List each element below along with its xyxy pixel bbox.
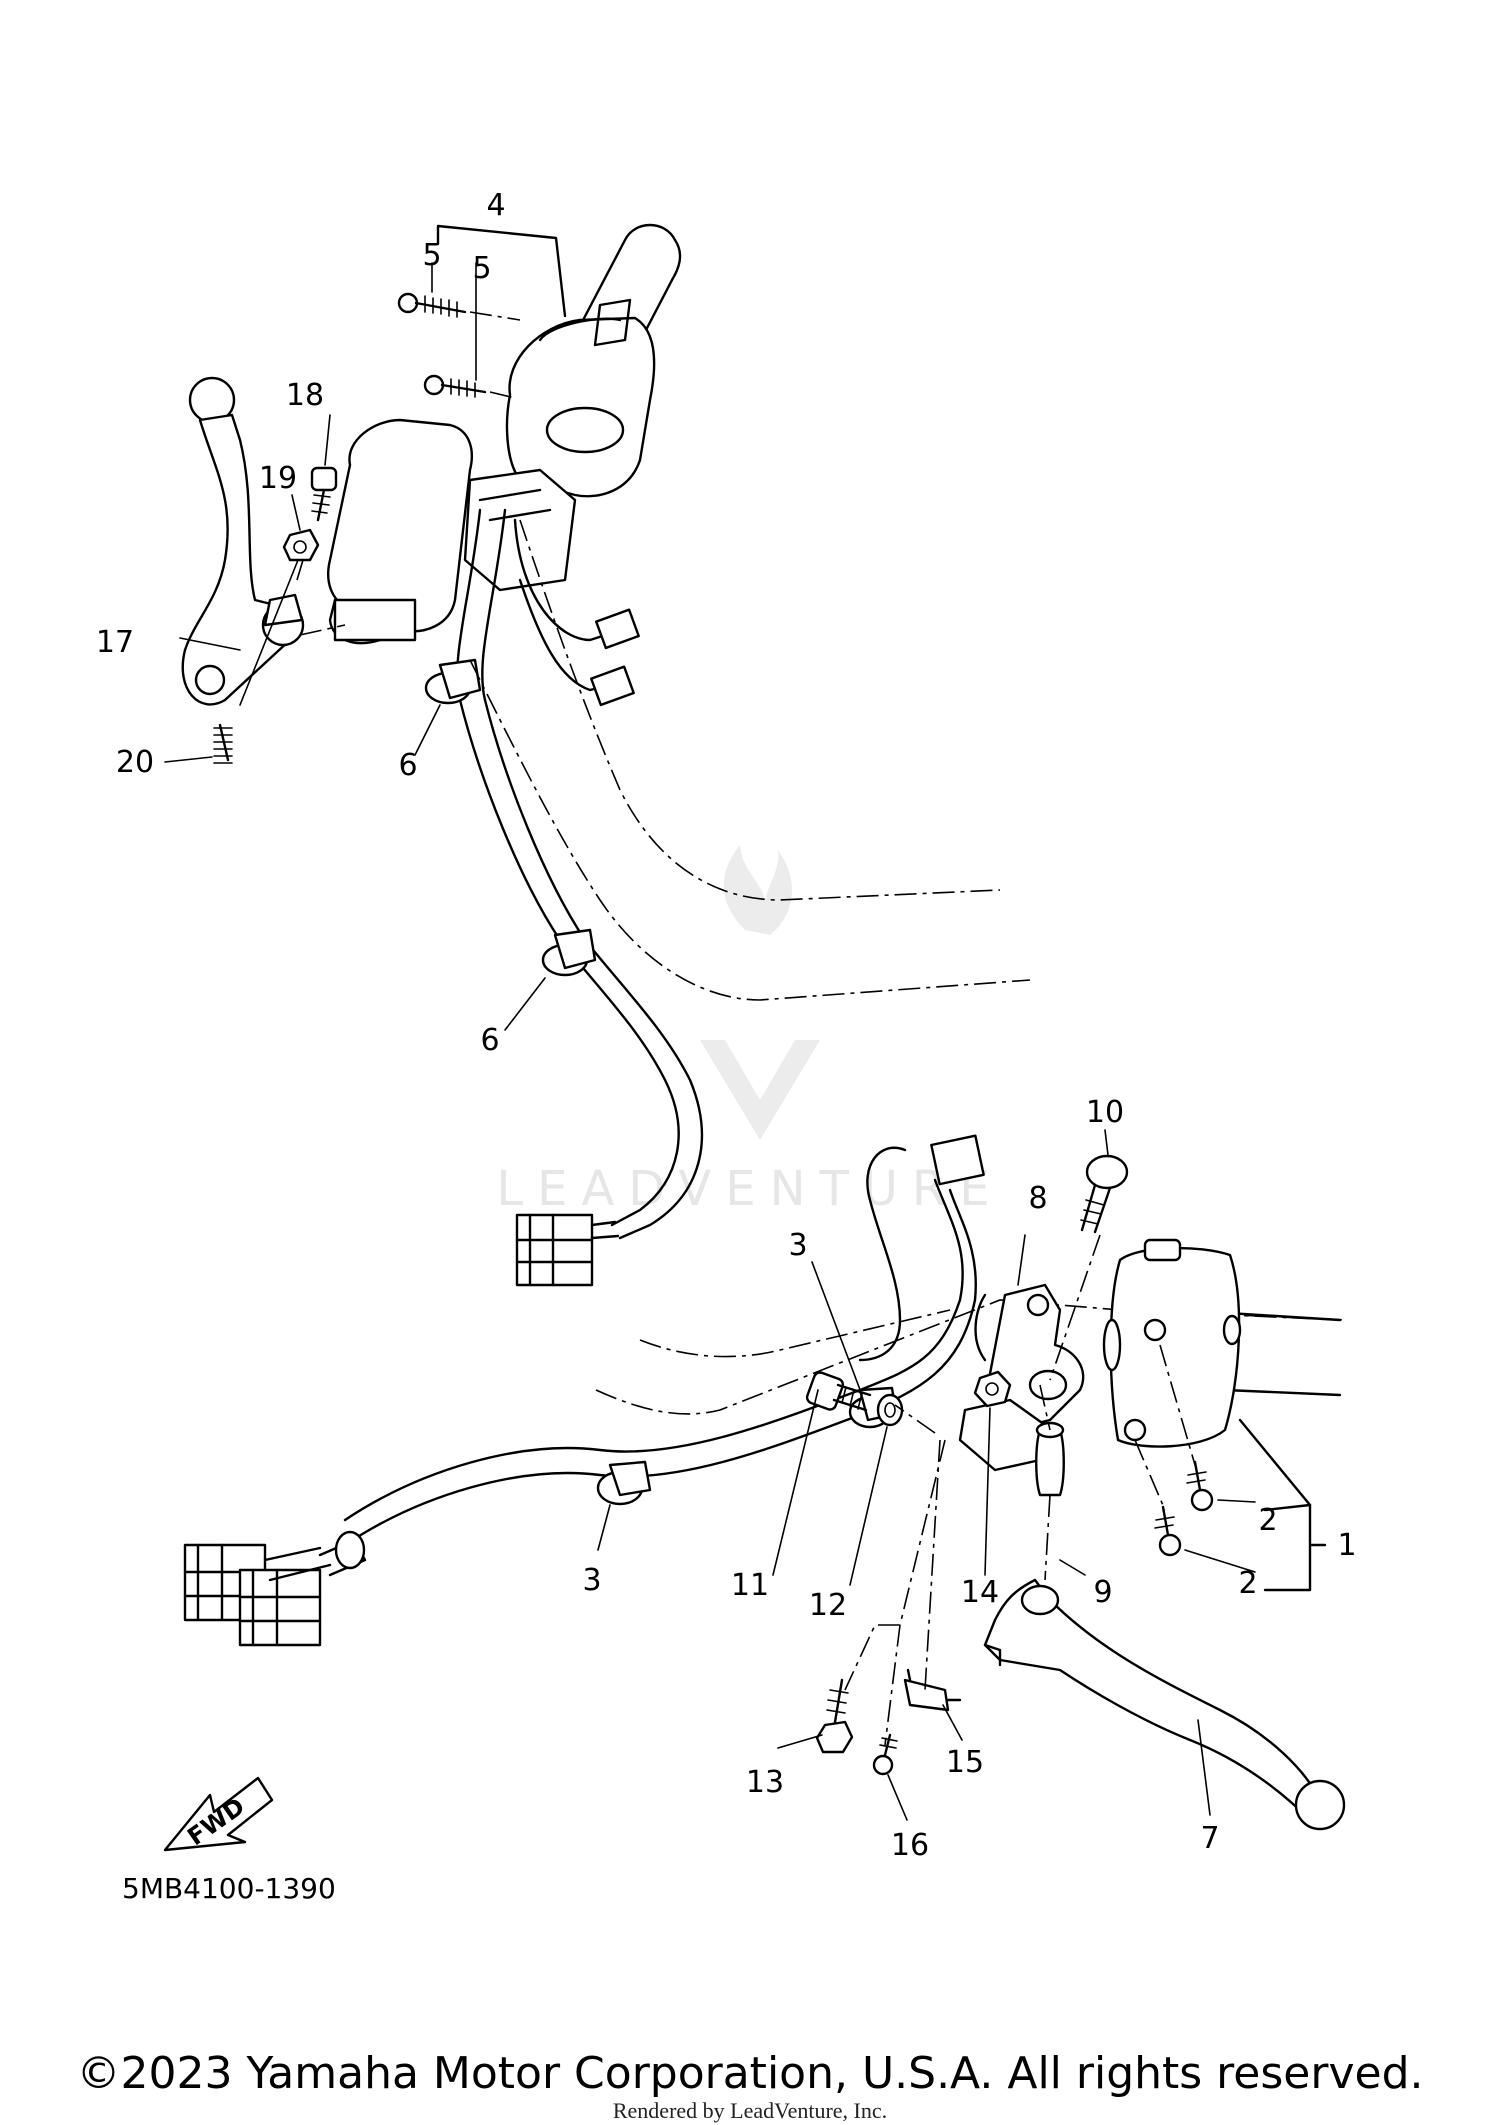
washer-12 bbox=[876, 1393, 904, 1427]
callout-1: 1 bbox=[1337, 1528, 1356, 1563]
screw-5-lower bbox=[423, 374, 487, 398]
right-switch-housing-1 bbox=[1102, 1238, 1242, 1448]
collar-9 bbox=[1035, 1421, 1065, 1497]
brake-bracket-8 bbox=[958, 1283, 1085, 1472]
leader-lines bbox=[164, 414, 1327, 1821]
nut-14 bbox=[973, 1370, 1012, 1408]
callout-9: 9 bbox=[1093, 1575, 1112, 1610]
callout-18: 18 bbox=[286, 378, 324, 413]
callout-2-upper: 2 bbox=[1258, 1503, 1277, 1538]
callout-5-left: 5 bbox=[422, 238, 441, 273]
brake-switch-15 bbox=[903, 1668, 962, 1712]
fwd-arrow-icon: FWD bbox=[163, 1776, 274, 1852]
bolt-13 bbox=[815, 1678, 854, 1754]
screw-5-upper bbox=[397, 292, 467, 318]
screw-2-upper bbox=[1186, 1460, 1214, 1512]
callout-2-lower: 2 bbox=[1238, 1566, 1257, 1601]
connector-upper bbox=[515, 1213, 620, 1287]
callout-12: 12 bbox=[809, 1588, 847, 1623]
leadventure-watermark: LEADVENTURE bbox=[496, 845, 1003, 1217]
clutch-lever-17 bbox=[181, 376, 305, 706]
screw-10 bbox=[1080, 1154, 1129, 1234]
wire-clamp-3-left bbox=[596, 1460, 652, 1506]
rendered-by-credit: Rendered by LeadVenture, Inc. bbox=[612, 2098, 888, 2123]
copyright-notice: ©2023 Yamaha Motor Corporation, U.S.A. A… bbox=[76, 2048, 1424, 2099]
screw-16 bbox=[872, 1733, 898, 1776]
callout-16: 16 bbox=[891, 1828, 929, 1863]
brake-lever-7 bbox=[983, 1578, 1346, 1831]
callout-19: 19 bbox=[259, 461, 297, 496]
connector-lower-right bbox=[238, 1568, 322, 1647]
nut-19 bbox=[282, 528, 320, 562]
callout-10: 10 bbox=[1086, 1095, 1124, 1130]
callout-8: 8 bbox=[1028, 1181, 1047, 1216]
callout-4: 4 bbox=[486, 188, 505, 223]
wire-clamp-6-upper bbox=[424, 658, 482, 705]
wire-clamp-6-lower bbox=[541, 928, 597, 977]
callout-11: 11 bbox=[731, 1568, 769, 1603]
callout-17: 17 bbox=[96, 625, 134, 660]
callout-6-upper: 6 bbox=[398, 748, 417, 783]
callout-6-lower: 6 bbox=[480, 1023, 499, 1058]
diagram-code: 5MB4100-1390 bbox=[122, 1872, 336, 1905]
callout-7: 7 bbox=[1200, 1821, 1219, 1856]
screw-18 bbox=[310, 466, 338, 522]
callout-labels: 4 5 5 18 19 17 20 6 6 10 8 3 3 1 2 2 11 … bbox=[96, 188, 1357, 1863]
screw-2-lower bbox=[1154, 1505, 1182, 1557]
callout-20: 20 bbox=[116, 745, 154, 780]
spring-20 bbox=[213, 723, 233, 764]
callout-5-right: 5 bbox=[472, 251, 491, 286]
watermark-text: LEADVENTURE bbox=[496, 1161, 1003, 1217]
callout-15: 15 bbox=[946, 1745, 984, 1780]
callout-3-right: 3 bbox=[788, 1228, 807, 1263]
callout-3-left: 3 bbox=[582, 1563, 601, 1598]
callout-13: 13 bbox=[746, 1765, 784, 1800]
left-handlebar-switch-assembly bbox=[327, 223, 703, 1287]
callout-14: 14 bbox=[961, 1575, 999, 1610]
